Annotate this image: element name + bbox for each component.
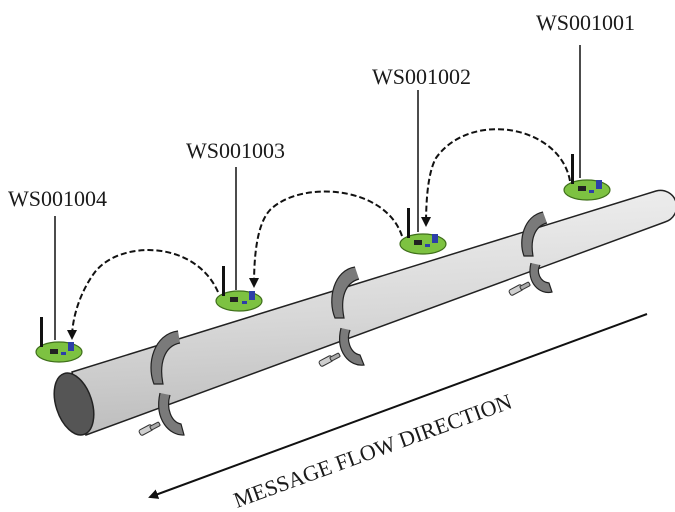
hop-arrow-1001-to-1002 [421,128,571,227]
sensor-ws001004: WS001004 [8,186,107,363]
sensor-label: WS001002 [372,64,471,89]
sensor-ws001002: WS001002 [372,64,471,255]
pipe-clamp-icon [138,421,161,436]
pipe [53,189,675,437]
hop-arrow-1003-to-1004 [67,249,219,340]
hop-arrow-1002-to-1003 [249,190,403,288]
wireless-sensor-board-icon [399,208,447,255]
wireless-sensor-board-icon [215,266,263,312]
sensor-ws001003: WS001003 [186,138,285,312]
sensor-label: WS001003 [186,138,285,163]
pipe-clamp-2 [318,266,365,367]
pipe-clamp-icon [508,281,531,296]
wireless-sensor-board-icon [35,317,83,363]
flow-direction-label: MESSAGE FLOW DIRECTION [230,389,515,512]
pipe-clamp-icon [318,352,341,367]
flow-direction-arrow [148,313,648,499]
pipe-end [53,372,95,436]
sensor-label: WS001001 [536,10,635,35]
pipe-clamp-3 [508,211,553,296]
sensor-ws001001: WS001001 [536,10,635,201]
sensor-label: WS001004 [8,186,107,211]
pipe-clamp-1 [138,330,185,436]
wireless-sensor-board-icon [563,154,611,201]
